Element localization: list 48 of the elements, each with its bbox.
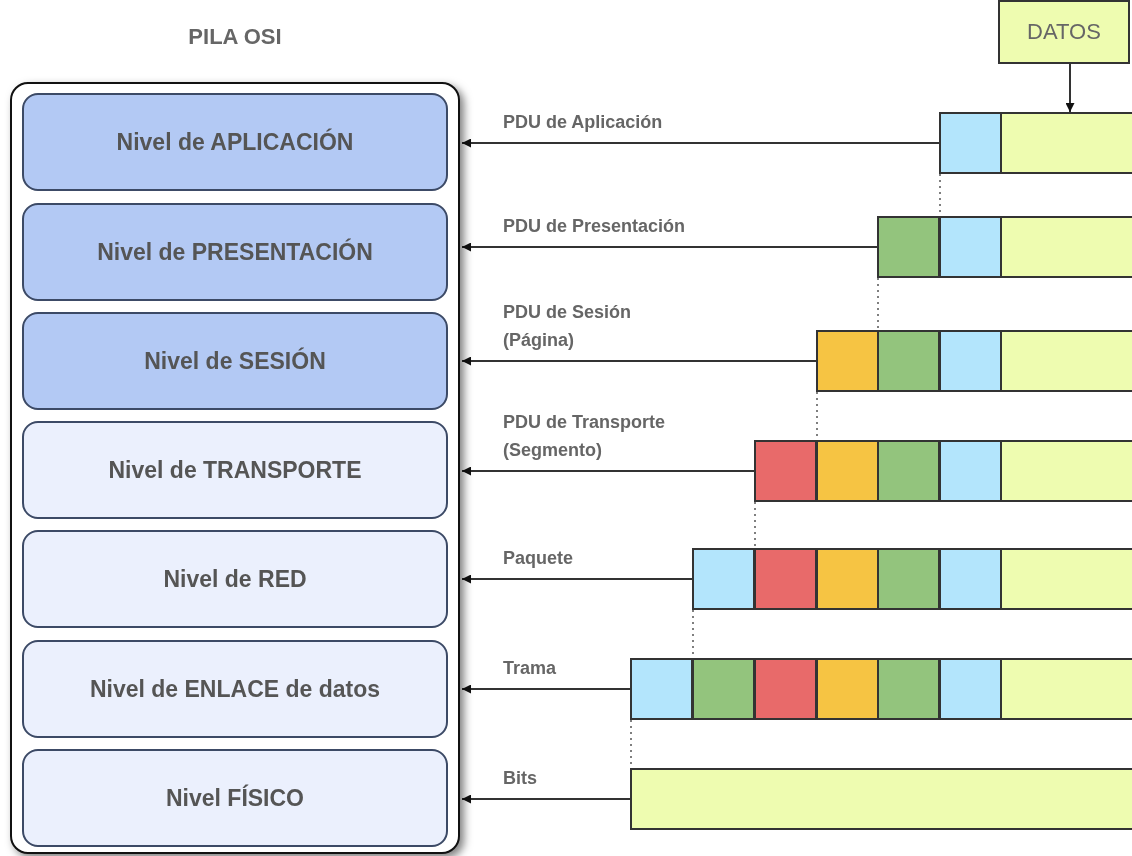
data-box: DATOS [998, 0, 1130, 64]
header-segment [816, 548, 879, 610]
payload-segment [1000, 440, 1132, 502]
header-segment [939, 440, 1002, 502]
dotted-guide-line [877, 277, 879, 331]
payload-segment [1000, 112, 1132, 174]
header-segment [877, 548, 940, 610]
header-segment [939, 548, 1002, 610]
payload-segment [1000, 330, 1132, 392]
bits-bar [630, 768, 1132, 830]
arrow [461, 242, 878, 252]
arrow [461, 574, 693, 584]
header-segment [692, 548, 755, 610]
header-segment [816, 440, 879, 502]
arrow [461, 356, 817, 366]
layer-box: Nivel de ENLACE de datos [22, 640, 448, 738]
header-segment [816, 658, 879, 720]
arrow [461, 138, 940, 148]
header-segment [877, 216, 940, 278]
layer-box: Nivel de TRANSPORTE [22, 421, 448, 519]
header-segment [939, 330, 1002, 392]
header-segment [939, 216, 1002, 278]
arrow [461, 466, 755, 476]
layer-box: Nivel de RED [22, 530, 448, 628]
payload-segment [1000, 658, 1132, 720]
arrow [461, 794, 631, 804]
layer-box: Nivel FÍSICO [22, 749, 448, 847]
dotted-guide-line [754, 501, 756, 549]
header-segment [630, 658, 693, 720]
payload-segment [1000, 216, 1132, 278]
layer-box: Nivel de SESIÓN [22, 312, 448, 410]
payload-segment [1000, 548, 1132, 610]
header-segment [692, 658, 755, 720]
arrow [1065, 63, 1075, 113]
arrow [461, 684, 631, 694]
header-segment [877, 658, 940, 720]
layer-box: Nivel de APLICACIÓN [22, 93, 448, 191]
header-segment [816, 330, 879, 392]
header-segment [877, 330, 940, 392]
diagram-title: PILA OSI [187, 24, 283, 50]
header-segment [939, 112, 1002, 174]
header-segment [754, 658, 817, 720]
header-segment [939, 658, 1002, 720]
stack-panel [10, 82, 460, 854]
header-segment [877, 440, 940, 502]
layer-box: Nivel de PRESENTACIÓN [22, 203, 448, 301]
header-segment [754, 548, 817, 610]
header-segment [754, 440, 817, 502]
